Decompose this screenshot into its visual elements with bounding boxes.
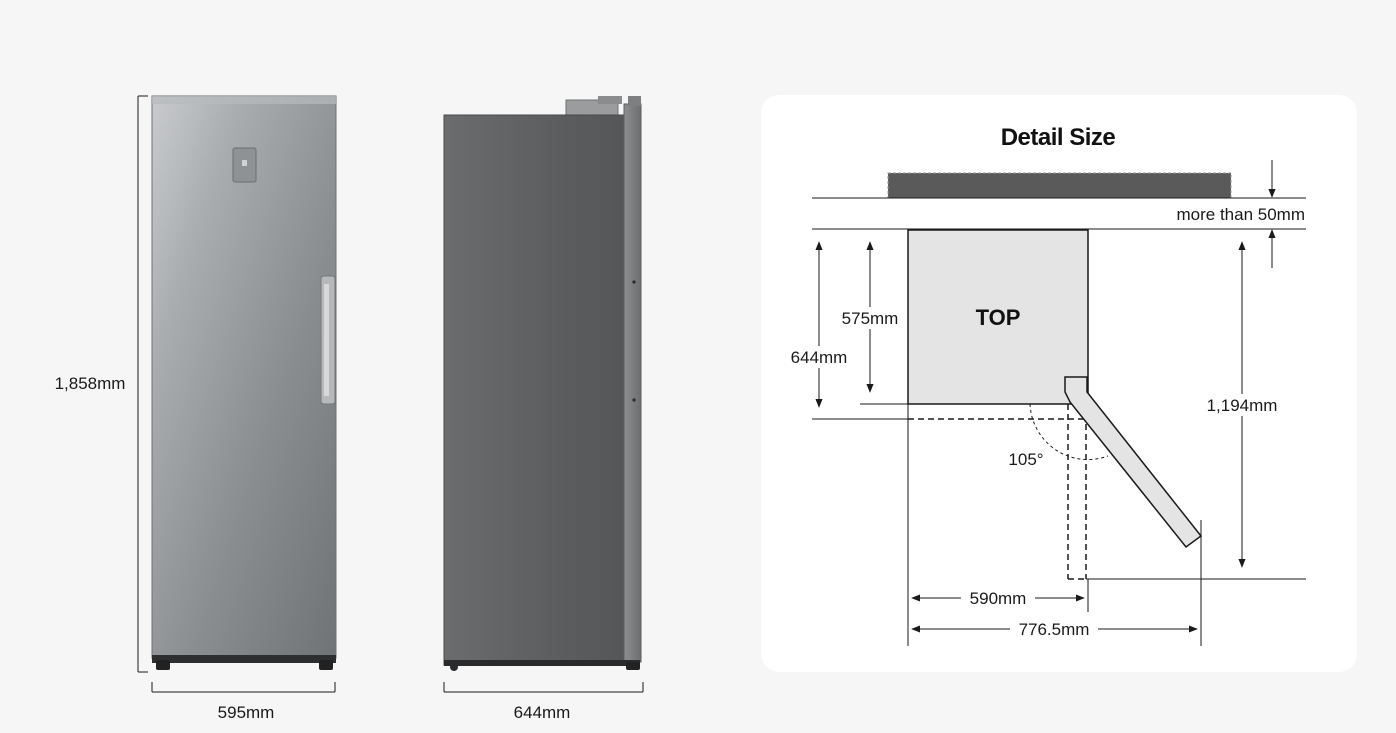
door-edge-screw-2 [632,398,636,402]
front-width-label: 595mm [218,703,275,722]
clearance-label: more than 50mm [1177,205,1306,224]
open-width-label-bg [1010,618,1098,640]
fridge-side-body [443,114,625,666]
open-width-label: 776.5mm [1019,620,1090,639]
total-depth-label: 644mm [791,348,848,367]
front-foot-left [156,660,170,670]
swing-arc [1029,403,1109,461]
front-width-bracket [151,682,336,693]
side-foot [626,662,640,670]
fridge-front-base [152,655,336,663]
open-door [1064,376,1203,549]
detail-title: Detail Size [1001,124,1116,151]
top-label: TOP [976,305,1021,330]
body-depth-label: 575mm [842,309,899,328]
open-depth-label-bg [1203,394,1281,416]
front-view: 1,858mm 595mm [55,95,337,722]
open-depth-label: 1,194mm [1207,396,1278,415]
detail-panel: Detail Size more than 50mm TOP 105° 644m… [761,95,1357,672]
body-depth-label-bg [838,307,902,329]
width-label-bg [961,587,1035,609]
wall-block [887,172,1232,199]
front-height-bracket [137,95,148,673]
front-foot-right [319,660,333,670]
angle-label: 105° [1008,450,1043,469]
fridge-front-body [151,95,337,659]
side-depth-label: 644mm [514,703,571,722]
door-edge-top [628,96,641,106]
fridge-door-edge [623,103,642,663]
width-label: 590mm [970,589,1027,608]
door-edge-screw-1 [632,280,636,284]
side-top-hinge [598,96,622,104]
side-view: 644mm [443,96,644,722]
closed-door-outline [908,404,1088,580]
top-view-body [907,229,1089,405]
fridge-side-base [444,660,640,666]
door-handle-grip [324,284,329,396]
side-depth-bracket [443,682,644,693]
side-wheel [450,663,458,671]
total-depth-label-bg [786,346,852,368]
front-height-label: 1,858mm [55,374,126,393]
display-dot [242,160,247,166]
fridge-front-highlight [152,96,336,104]
